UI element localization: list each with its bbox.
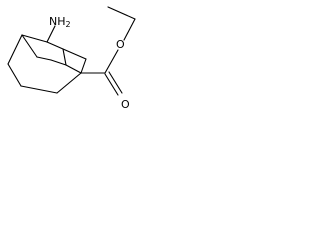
bond bbox=[7, 63, 22, 87]
bond bbox=[7, 34, 23, 65]
ester-oxygen-label: O bbox=[116, 38, 125, 51]
bond bbox=[20, 85, 58, 94]
bond bbox=[36, 56, 52, 61]
carbonyl-oxygen-label: O bbox=[121, 98, 130, 111]
bond bbox=[50, 59, 67, 66]
bond bbox=[21, 34, 38, 58]
bond bbox=[21, 34, 48, 43]
molecule-structure: NH2 O O bbox=[7, 6, 136, 111]
bond bbox=[62, 48, 87, 60]
ester-group bbox=[80, 6, 136, 96]
carbonyl-double-bond bbox=[104, 73, 119, 96]
amine-subscript: 2 bbox=[66, 20, 71, 29]
bond bbox=[80, 58, 87, 74]
ester-bond bbox=[123, 18, 136, 41]
adamantane-cage bbox=[7, 34, 87, 94]
ester-bond bbox=[104, 49, 119, 74]
amine-label: NH2 bbox=[49, 15, 71, 29]
bond bbox=[56, 72, 82, 94]
methyl-bond bbox=[107, 6, 136, 20]
bond bbox=[46, 41, 64, 50]
carbonyl-double-bond bbox=[108, 71, 123, 94]
amine-bond bbox=[46, 25, 56, 43]
bond bbox=[65, 64, 82, 74]
bond bbox=[62, 48, 67, 66]
